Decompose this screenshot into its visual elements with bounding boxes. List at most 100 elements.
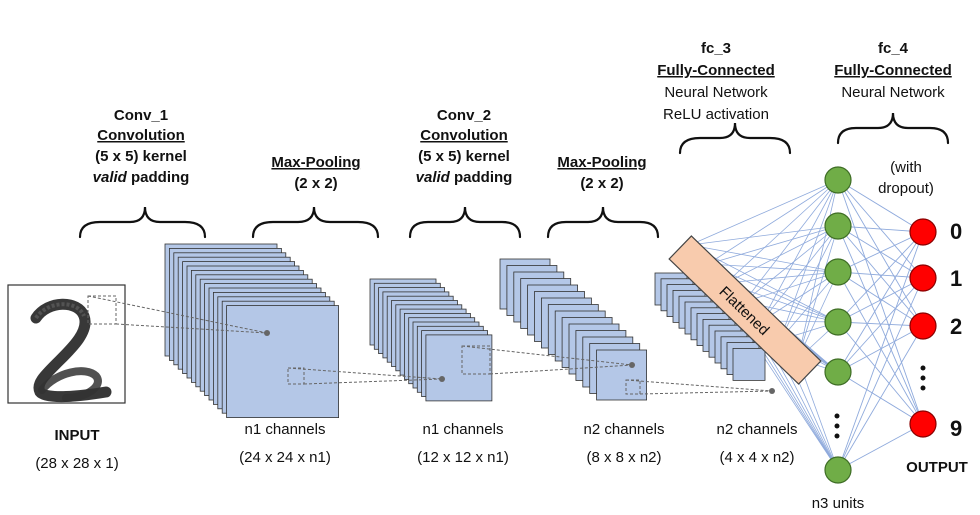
hidden-node <box>824 258 852 286</box>
output-class-2: 2 <box>950 314 962 339</box>
connection-line <box>837 179 924 233</box>
pool1-feature-maps <box>369 278 493 402</box>
connection-line <box>837 231 924 373</box>
connection-line <box>725 179 839 284</box>
fc3-name: fc_3 <box>701 40 731 57</box>
conv1-type: Convolution <box>97 127 184 144</box>
input-label: INPUT <box>55 427 100 444</box>
pool1-type: Max-Pooling <box>271 154 360 171</box>
output-layer <box>909 218 937 438</box>
connection-line <box>707 179 839 265</box>
fc4-type: Fully-Connected <box>834 62 952 79</box>
conv1-kernel: (5 x 5) kernel <box>95 148 187 165</box>
connection-line <box>837 325 924 373</box>
pool2-type: Max-Pooling <box>557 154 646 171</box>
conv2-type: Convolution <box>420 127 507 144</box>
pool1-map <box>425 334 493 402</box>
connection-line <box>725 225 839 284</box>
connection-line <box>707 225 839 265</box>
pool2-feature-maps <box>654 272 766 381</box>
connection-line <box>797 271 839 360</box>
pool2-map <box>732 347 766 381</box>
conv1-out-dims: (24 x 24 x n1) <box>239 449 331 466</box>
fc3-line2: ReLU activation <box>663 106 769 123</box>
conv2-out-dims: (8 x 8 x n2) <box>586 449 661 466</box>
hidden-node <box>824 456 852 484</box>
connection-line <box>761 225 839 322</box>
connection-line <box>837 225 924 233</box>
pool2-size: (2 x 2) <box>580 175 623 192</box>
connection-line <box>837 271 924 425</box>
flatten-box: Flattened <box>668 235 822 385</box>
connection-line <box>779 225 839 341</box>
fc4-line1: Neural Network <box>841 84 945 101</box>
pool2-out-label: n2 channels <box>717 421 798 438</box>
connection-line <box>779 179 839 341</box>
conv2-feature-maps <box>499 258 647 401</box>
output-class-1: 1 <box>950 266 962 291</box>
conv1-out-label: n1 channels <box>245 421 326 438</box>
handwritten-digit <box>30 298 112 403</box>
connection-line <box>837 277 924 323</box>
hidden-node <box>824 358 852 386</box>
brace-fc3 <box>678 122 792 155</box>
receptive-field-lines <box>87 295 773 395</box>
output-node <box>909 264 937 292</box>
connection-line <box>761 179 839 322</box>
conv2-kernel: (5 x 5) kernel <box>418 148 510 165</box>
connection-line <box>837 325 924 471</box>
connection-line <box>837 231 924 273</box>
brace-fc4 <box>836 112 950 145</box>
connection-line <box>837 231 924 471</box>
output-class-9: 9 <box>950 416 962 441</box>
fc4-note1: (with <box>890 159 922 176</box>
brace-pool2 <box>546 206 660 239</box>
pool1-out-label: n1 channels <box>423 421 504 438</box>
input-image <box>7 284 126 404</box>
connection-line <box>743 179 839 303</box>
hidden-node <box>824 308 852 336</box>
hidden-node <box>824 166 852 194</box>
output-node <box>909 218 937 246</box>
output-class-0: 0 <box>950 219 962 244</box>
output-label: OUTPUT <box>906 459 968 476</box>
connection-line <box>837 231 924 323</box>
fc4-note2: dropout) <box>878 180 934 197</box>
input-dims: (28 x 28 x 1) <box>35 455 118 472</box>
conv1-name: Conv_1 <box>114 107 168 124</box>
fc4-name: fc_4 <box>878 40 909 57</box>
connection-line <box>707 263 839 273</box>
conv1-map <box>226 305 340 419</box>
connection-line <box>837 277 924 373</box>
connection-line <box>689 225 839 246</box>
connection-line <box>725 271 839 284</box>
pool2-out-dims: (4 x 4 x n2) <box>719 449 794 466</box>
hidden-node <box>824 212 852 240</box>
conv1-feature-maps <box>164 243 340 419</box>
conv1-padding: valid padding <box>93 169 190 186</box>
brace-conv2 <box>408 206 522 239</box>
output-node <box>909 312 937 340</box>
connection-line <box>797 179 839 360</box>
connection-line <box>837 271 924 279</box>
connection-line <box>761 271 839 322</box>
pool1-out-dims: (12 x 12 x n1) <box>417 449 509 466</box>
connection-line <box>689 179 839 246</box>
connection-line <box>837 423 924 471</box>
connection-line <box>797 225 839 360</box>
connection-line <box>837 271 924 327</box>
conv2-out-label: n2 channels <box>584 421 665 438</box>
connection-line <box>779 271 839 341</box>
connection-line <box>837 321 924 327</box>
fc3-type: Fully-Connected <box>657 62 775 79</box>
output-ellipsis <box>920 365 926 391</box>
connection-line <box>743 225 839 303</box>
brace-pool1 <box>251 206 380 239</box>
hidden-units-label: n3 units <box>812 495 865 512</box>
connection-line <box>689 244 839 273</box>
pool1-size: (2 x 2) <box>294 175 337 192</box>
fc-connections <box>837 179 924 471</box>
output-node <box>909 410 937 438</box>
hidden-layer <box>824 166 852 484</box>
